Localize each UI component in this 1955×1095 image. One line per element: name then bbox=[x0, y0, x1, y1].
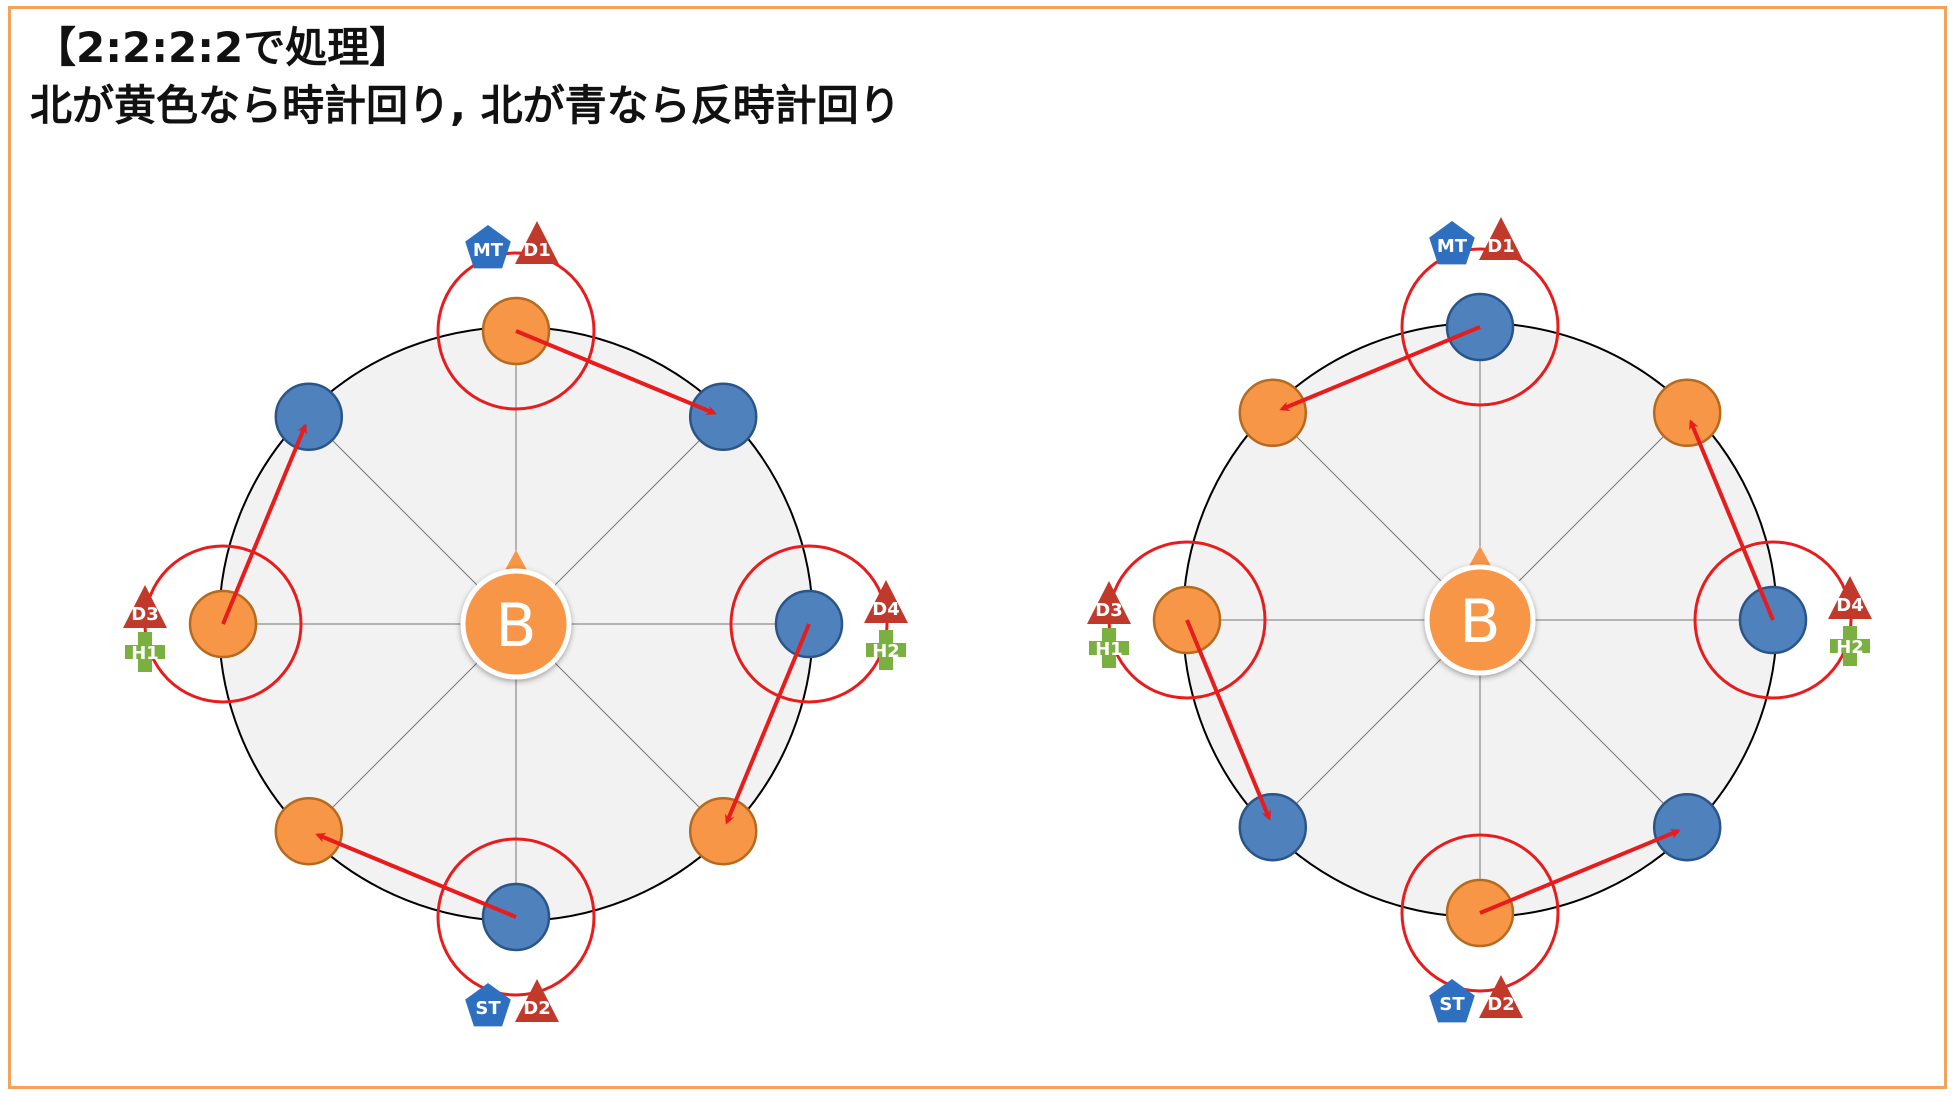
stack-ring bbox=[729, 544, 889, 704]
dps-marker: D2 bbox=[1479, 975, 1523, 1018]
dps-icon bbox=[515, 979, 559, 1022]
page-subtitle: 北が黄色なら時計回り, 北が青なら反時計回り bbox=[30, 81, 901, 130]
tank-marker: ST bbox=[1429, 979, 1475, 1023]
healer-marker: H1 bbox=[1089, 628, 1129, 668]
healer-marker: H2 bbox=[866, 630, 906, 670]
blue-orb bbox=[1652, 792, 1722, 862]
role-group: ST D2 bbox=[1429, 975, 1523, 1023]
role-label: H2 bbox=[1836, 637, 1864, 658]
role-label: D4 bbox=[1836, 595, 1863, 616]
rotation-arrow bbox=[1479, 829, 1681, 915]
boss-label: B bbox=[495, 591, 536, 661]
tank-marker: ST bbox=[465, 983, 511, 1027]
blue-orb bbox=[688, 382, 758, 452]
role-group: MT D1 bbox=[1429, 217, 1523, 265]
stack-ring bbox=[1400, 247, 1560, 407]
role-label: D1 bbox=[523, 240, 550, 261]
role-label: ST bbox=[1439, 994, 1465, 1015]
boss-icon bbox=[460, 568, 572, 680]
rotation-arrow bbox=[221, 423, 307, 625]
role-label: H1 bbox=[131, 643, 159, 664]
role-label: D3 bbox=[131, 604, 158, 625]
role-group: ST D2 bbox=[465, 979, 559, 1027]
page-title: 【2:2:2:2で処理】 bbox=[34, 23, 412, 72]
healer-marker: H1 bbox=[125, 632, 165, 672]
role-label: D2 bbox=[523, 998, 550, 1019]
boss-facing-icon bbox=[1469, 546, 1491, 566]
blue-orb bbox=[1238, 792, 1308, 862]
dps-icon bbox=[1479, 217, 1523, 260]
healer-icon bbox=[866, 630, 906, 670]
orange-orb bbox=[1652, 378, 1722, 448]
role-label: H1 bbox=[1095, 639, 1123, 660]
tank-icon bbox=[465, 225, 511, 269]
stack-ring bbox=[1400, 833, 1560, 993]
role-label: ST bbox=[475, 998, 501, 1019]
boss-facing-icon bbox=[505, 550, 527, 570]
role-group: MT D1 bbox=[465, 221, 559, 269]
dps-marker: D3 bbox=[1087, 581, 1131, 624]
dps-icon bbox=[1479, 975, 1523, 1018]
stack-ring bbox=[1693, 540, 1853, 700]
orange-orb bbox=[688, 796, 758, 866]
role-label: D2 bbox=[1487, 994, 1514, 1015]
role-label: H2 bbox=[872, 641, 900, 662]
dps-icon bbox=[1828, 576, 1872, 619]
tank-icon bbox=[1429, 979, 1475, 1023]
dps-marker: D3 bbox=[123, 585, 167, 628]
blue-orb bbox=[274, 382, 344, 452]
orange-orb bbox=[1238, 378, 1308, 448]
role-label: D1 bbox=[1487, 236, 1514, 257]
role-label: D3 bbox=[1095, 600, 1122, 621]
dps-icon bbox=[864, 580, 908, 623]
healer-marker: H2 bbox=[1830, 626, 1870, 666]
healer-icon bbox=[125, 632, 165, 672]
rotation-arrow bbox=[515, 329, 717, 415]
stack-ring bbox=[436, 837, 596, 997]
dps-marker: D1 bbox=[515, 221, 559, 264]
rotation-arrow bbox=[1279, 325, 1481, 411]
dps-icon bbox=[515, 221, 559, 264]
boss-label: B bbox=[1459, 587, 1500, 657]
role-label: MT bbox=[473, 240, 504, 261]
tank-icon bbox=[1429, 221, 1475, 265]
role-label: D4 bbox=[872, 599, 899, 620]
healer-icon bbox=[1830, 626, 1870, 666]
tank-icon bbox=[465, 983, 511, 1027]
dps-marker: D2 bbox=[515, 979, 559, 1022]
tank-marker: MT bbox=[465, 225, 511, 269]
stack-ring bbox=[436, 251, 596, 411]
rotation-arrow bbox=[725, 623, 811, 825]
rotation-arrow bbox=[1185, 619, 1271, 821]
rotation-arrow bbox=[1689, 419, 1775, 621]
tank-marker: MT bbox=[1429, 221, 1475, 265]
boss-icon bbox=[1424, 564, 1536, 676]
healer-icon bbox=[1089, 628, 1129, 668]
orange-orb bbox=[274, 796, 344, 866]
dps-icon bbox=[1087, 581, 1131, 624]
role-label: MT bbox=[1437, 236, 1468, 257]
rotation-arrow bbox=[315, 833, 517, 919]
dps-marker: D4 bbox=[864, 580, 908, 623]
dps-marker: D1 bbox=[1479, 217, 1523, 260]
dps-icon bbox=[123, 585, 167, 628]
dps-marker: D4 bbox=[1828, 576, 1872, 619]
